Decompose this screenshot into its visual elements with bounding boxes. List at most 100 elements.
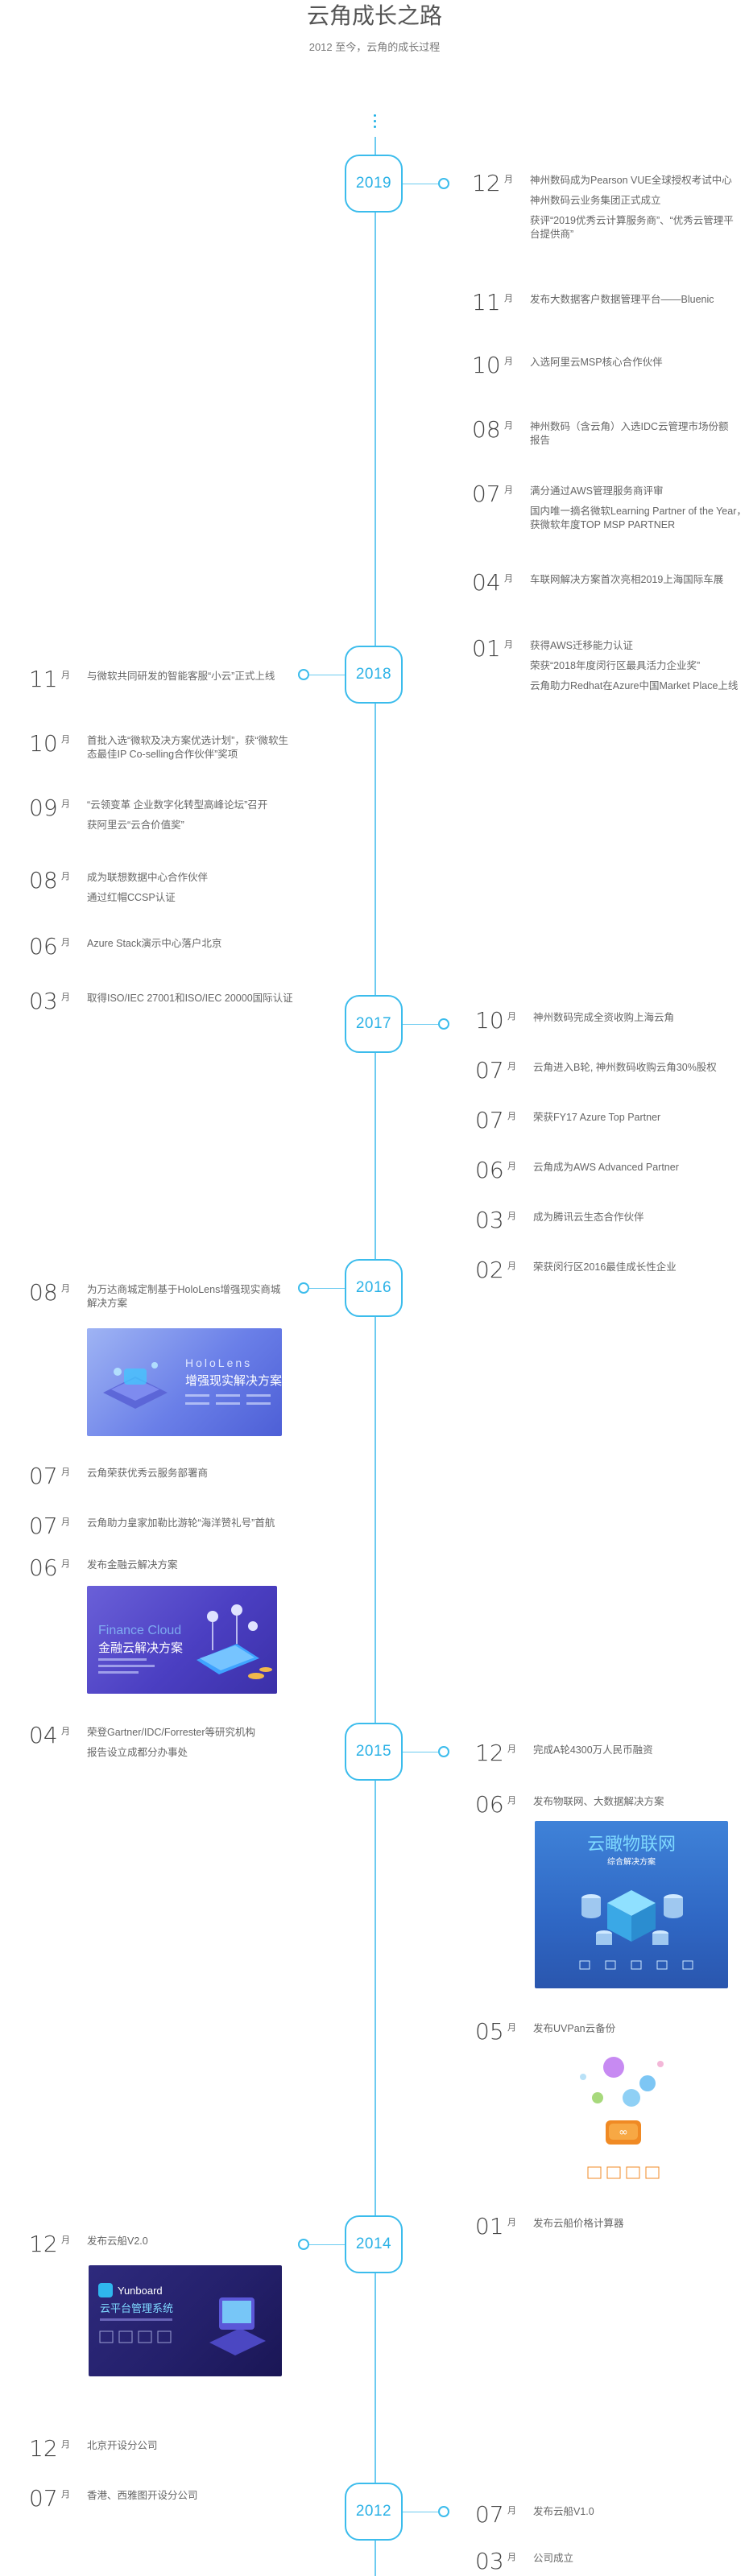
image-title: Yunboard xyxy=(118,2285,163,2297)
year-badge-2017[interactable]: 2017 xyxy=(345,995,403,1053)
page-subtitle: 2012 至今，云角的成长过程 xyxy=(308,41,441,53)
event-text: 神州数码成为Pearson VUE全球授权考试中心 xyxy=(530,175,732,186)
event-text: 神州数码（含云角）入选IDC云管理市场份额报告 xyxy=(530,421,729,446)
month-unit: 月 xyxy=(61,2235,70,2245)
event-text: 车联网解决方案首次亮相2019上海国际车展 xyxy=(530,574,724,585)
event-text: 完成A轮4300万人民币融资 xyxy=(533,1744,653,1756)
timeline-node xyxy=(298,2239,309,2250)
image-title: 云瞰物联网 xyxy=(587,1834,676,1854)
month-unit: 月 xyxy=(507,2218,516,2227)
timeline-node xyxy=(438,2506,449,2517)
month-unit: 月 xyxy=(507,1212,516,1221)
month-number: 12 xyxy=(29,2231,58,2257)
event-text: 成为联想数据中心合作伙伴 xyxy=(87,872,209,883)
iot-illustration: 云瞰物联网 综合解决方案 xyxy=(579,1834,693,1970)
month-unit: 月 xyxy=(61,735,70,745)
event-text: 与微软共同研发的智能客服“小云”正式上线 xyxy=(87,671,275,682)
month-unit: 月 xyxy=(507,1162,516,1171)
month-number: 05 xyxy=(475,2018,504,2045)
month-unit: 月 xyxy=(61,1468,70,1477)
event-text: 取得ISO/IEC 27001和ISO/IEC 20000国际认证 xyxy=(87,993,293,1004)
month-number: 01 xyxy=(475,2213,504,2240)
event-text: 为万达商城定制基于HoloLens增强现实商城解决方案 xyxy=(87,1284,281,1309)
image-subtitle: 云平台管理系统 xyxy=(100,2302,173,2314)
timeline-node xyxy=(438,1018,449,1030)
month-number: 03 xyxy=(475,2548,504,2574)
month-unit: 月 xyxy=(61,671,70,680)
month-unit: 月 xyxy=(61,993,70,1002)
event-text: 云角助力皇家加勒比游轮“海洋赞礼号”首航 xyxy=(87,1517,275,1529)
event-text: 首批入选“微软及决方案优选计划”，获“微软生态最佳IP Co-selling合作… xyxy=(87,735,288,760)
year-badge-2014[interactable]: 2014 xyxy=(345,2215,403,2273)
month-unit: 月 xyxy=(61,1517,70,1527)
image-title: HoloLens xyxy=(185,1356,252,1369)
month-unit: 月 xyxy=(504,640,513,650)
timeline-node xyxy=(438,178,449,189)
month-unit: 月 xyxy=(61,2490,70,2500)
event-text: 通过红帽CCSP认证 xyxy=(87,892,176,903)
month-number: 10 xyxy=(472,352,501,378)
event-text: 发布大数据客户数据管理平台——Bluenic xyxy=(530,294,714,305)
connector xyxy=(309,2244,345,2245)
month-number: 06 xyxy=(475,1157,504,1183)
month-unit: 月 xyxy=(507,1012,516,1022)
month-unit: 月 xyxy=(507,1062,516,1071)
event-text: 公司成立 xyxy=(533,2553,574,2564)
image-subtitle: 增强现实解决方案 xyxy=(185,1373,282,1388)
event-text: 荣获FY17 Azure Top Partner xyxy=(533,1112,661,1123)
event-text: 报告设立成都分办事处 xyxy=(87,1747,188,1758)
event-text: 云角荣获优秀云服务部署商 xyxy=(87,1468,209,1479)
year-badge-2015[interactable]: 2015 xyxy=(345,1723,403,1781)
image-title: Finance Cloud xyxy=(98,1624,181,1637)
month-unit: 月 xyxy=(61,1284,70,1294)
image-subtitle: 金融云解决方案 xyxy=(98,1641,183,1655)
month-unit: 月 xyxy=(61,1559,70,1569)
event-text: “云领变革 企业数字化转型高峰论坛”召开 xyxy=(87,799,268,811)
event-text: 成为腾讯云生态合作伙伴 xyxy=(533,1212,644,1223)
month-number: 12 xyxy=(475,1740,504,1766)
event-text: 发布云船V1.0 xyxy=(533,2506,594,2517)
event-text: 发布云船V2.0 xyxy=(87,2235,148,2247)
hololens-illustration: HoloLens 增强现实解决方案 xyxy=(103,1356,282,1409)
connector xyxy=(309,1288,345,1289)
event-text: 北京开设分公司 xyxy=(87,2440,158,2451)
year-badge-2019[interactable]: 2019 xyxy=(345,155,403,213)
month-unit: 月 xyxy=(504,357,513,366)
month-unit: 月 xyxy=(507,1261,516,1271)
month-number: 01 xyxy=(472,635,501,662)
month-number: 03 xyxy=(29,988,58,1014)
event-text: 发布云船价格计算器 xyxy=(533,2218,624,2229)
year-badge-2016[interactable]: 2016 xyxy=(345,1259,403,1317)
event-text: 获阿里云“云合价值奖” xyxy=(87,819,184,831)
month-number: 04 xyxy=(472,569,501,596)
month-unit: 月 xyxy=(61,872,70,881)
month-number: 12 xyxy=(29,2435,58,2462)
month-unit: 月 xyxy=(507,2023,516,2033)
event-text: 荣获闵行区2016最佳成长性企业 xyxy=(533,1261,677,1273)
event-text: Azure Stack演示中心落户北京 xyxy=(87,938,222,949)
month-number: 03 xyxy=(475,1207,504,1233)
event-text: 云角进入B轮, 神州数码收购云角30%股权 xyxy=(533,1062,717,1073)
uvpan-image: ∞ xyxy=(564,2045,677,2190)
image-subtitle: 综合解决方案 xyxy=(607,1856,656,1867)
event-text: 云角成为AWS Advanced Partner xyxy=(533,1162,679,1173)
month-number: 08 xyxy=(29,1279,58,1306)
month-number: 10 xyxy=(29,730,58,757)
month-number: 06 xyxy=(475,1791,504,1818)
connector xyxy=(403,1024,438,1025)
month-unit: 月 xyxy=(507,2553,516,2562)
event-text: 满分通过AWS管理服务商评审 xyxy=(530,485,664,497)
month-unit: 月 xyxy=(507,2506,516,2516)
month-number: 02 xyxy=(475,1257,504,1283)
month-number: 07 xyxy=(475,2501,504,2528)
month-number: 07 xyxy=(472,481,501,507)
month-number: 07 xyxy=(29,2485,58,2512)
year-badge-2012[interactable]: 2012 xyxy=(345,2483,403,2541)
month-unit: 月 xyxy=(504,485,513,495)
year-badge-2018[interactable]: 2018 xyxy=(345,646,403,704)
event-text: 发布物联网、大数据解决方案 xyxy=(533,1796,664,1807)
month-number: 07 xyxy=(475,1107,504,1133)
iot-bigdata-image: 云瞰物联网 综合解决方案 xyxy=(535,1821,728,1988)
month-number: 07 xyxy=(475,1057,504,1084)
event-text: 获评“2019优秀云计算服务商”、“优秀云管理平台提供商” xyxy=(530,215,734,240)
